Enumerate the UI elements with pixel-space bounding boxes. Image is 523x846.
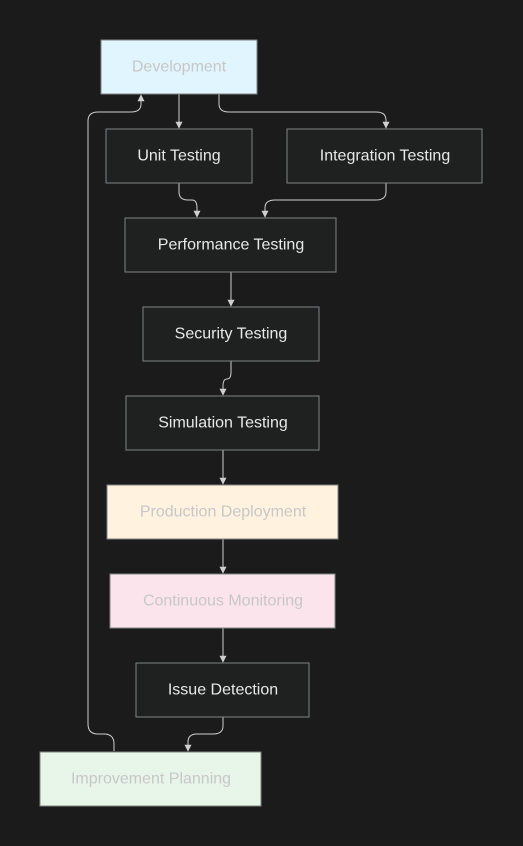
edge-security-testing-simulation-testing [219,361,232,396]
node-issue-detection[interactable]: Issue Detection [135,662,310,718]
node-improvement-planning[interactable]: Improvement Planning [39,751,262,807]
node-security-testing[interactable]: Security Testing [142,306,320,362]
node-security-testing-box [142,306,320,362]
node-performance-testing[interactable]: Performance Testing [124,217,337,273]
node-performance-testing-box [124,217,337,273]
node-integration-testing-label: Integration Testing [320,148,450,165]
node-integration-testing[interactable]: Integration Testing [286,128,483,184]
node-issue-detection-label: Issue Detection [168,682,278,699]
node-continuous-monitoring[interactable]: Continuous Monitoring [109,573,336,629]
node-simulation-testing[interactable]: Simulation Testing [125,395,320,451]
node-improvement-planning-box [39,751,262,807]
edge-integration-testing-performance-testing [261,183,387,218]
node-performance-testing-label: Performance Testing [158,237,304,254]
edge-unit-testing-performance-testing [178,183,201,218]
node-unit-testing[interactable]: Unit Testing [105,128,253,184]
node-security-testing-label: Security Testing [175,326,288,343]
node-continuous-monitoring-box [109,573,336,629]
edge-issue-detection-improvement-planning [184,717,224,752]
edges [87,94,390,752]
node-development-box [100,39,258,95]
node-integration-testing-box [286,128,483,184]
node-production-deployment[interactable]: Production Deployment [106,484,339,540]
node-simulation-testing-label: Simulation Testing [158,415,288,432]
node-production-deployment-label: Production Deployment [140,504,307,521]
node-unit-testing-box [105,128,253,184]
node-simulation-testing-box [125,395,320,451]
node-development[interactable]: Development [100,39,258,95]
node-issue-detection-box [135,662,310,718]
node-development-label: Development [132,59,227,76]
edge-improvement-planning-development [87,94,145,751]
node-production-deployment-box [106,484,339,540]
node-continuous-monitoring-label: Continuous Monitoring [143,593,303,610]
edge-development-integration-testing [218,94,390,129]
node-unit-testing-label: Unit Testing [137,148,220,165]
node-improvement-planning-label: Improvement Planning [71,771,231,788]
